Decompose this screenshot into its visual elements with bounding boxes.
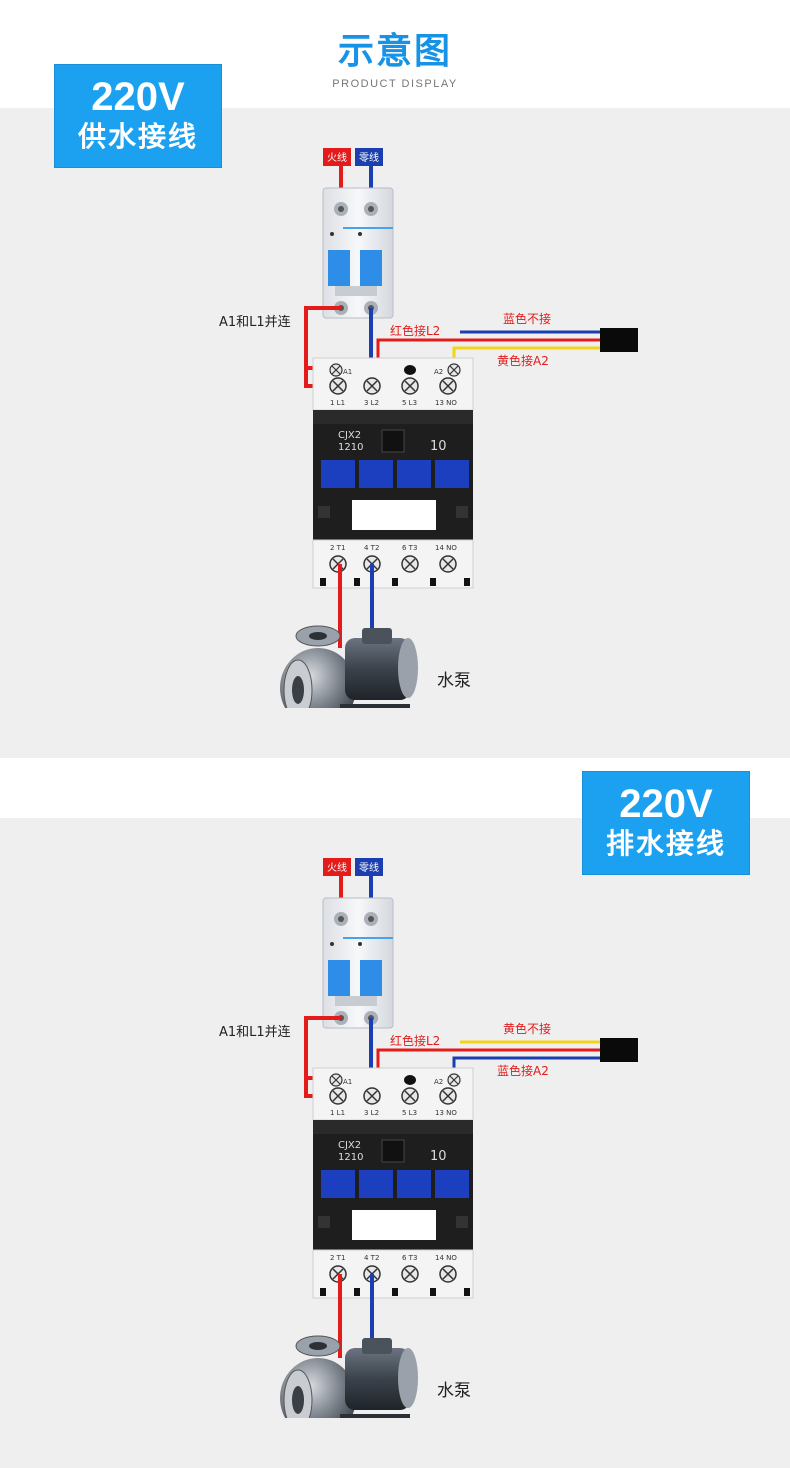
terminal-label-4: 13 NO [435, 1109, 457, 1117]
no-connect-note: 蓝色不接 [503, 311, 551, 326]
contactor: A1 A2 1 L1 3 L2 5 L3 13 NO CJX2 1210 10 [312, 1067, 474, 1299]
a1-label: A1 [343, 368, 352, 376]
rating-label: 10 [430, 1149, 447, 1164]
rating-label: 10 [430, 439, 447, 454]
terminal-label-4: 13 NO [435, 399, 457, 407]
terminal-label-2: 3 L2 [364, 1109, 379, 1117]
neutral-tag-label: 零线 [359, 861, 379, 874]
page-subtitle: PRODUCT DISPLAY [332, 78, 458, 90]
red-to-l2-note: 红色接L2 [390, 1033, 440, 1048]
supply-badge-title: 供水接线 [77, 120, 198, 153]
model-line2: 1210 [338, 1152, 363, 1163]
a1-l1-note: A1和L1并连 [219, 314, 291, 330]
drain-badge: 220V 排水接线 [582, 771, 750, 875]
wiring-diagram: 火线 零线 A1和L1并连 红色接L2 蓝色不接 黄色接A2 A1 A2 [219, 148, 638, 708]
drain-badge-voltage: 220V [619, 782, 713, 826]
water-pump-icon [280, 625, 418, 708]
bottom-label-2: 4 T2 [364, 1254, 379, 1262]
bottom-label-1: 2 T1 [330, 1254, 345, 1262]
a1-label: A1 [343, 1078, 352, 1086]
a1-l1-note: A1和L1并连 [219, 1024, 291, 1040]
bottom-label-2: 4 T2 [364, 544, 379, 552]
terminal-label-3: 5 L3 [402, 399, 417, 407]
terminal-label-2: 3 L2 [364, 399, 379, 407]
bottom-label-1: 2 T1 [330, 544, 345, 552]
to-a2-note: 蓝色接A2 [497, 1063, 549, 1078]
page-title: 示意图 [337, 31, 452, 72]
circuit-breaker [322, 897, 394, 1029]
live-tag-label: 火线 [327, 861, 347, 874]
terminal-label-1: 1 L1 [330, 1109, 345, 1117]
bottom-label-3: 6 T3 [402, 1254, 417, 1262]
drain-badge-title: 排水接线 [605, 827, 726, 860]
model-line1: CJX2 [338, 430, 361, 441]
wiring-diagram: 火线 零线 A1和L1并连 红色接L2 黄色不接 蓝色接A2 A1 A2 [219, 858, 638, 1418]
a2-label: A2 [434, 368, 443, 376]
bottom-label-4: 14 NO [435, 1254, 457, 1262]
neutral-tag-label: 零线 [359, 151, 379, 164]
terminal-label-3: 5 L3 [402, 1109, 417, 1117]
model-line2: 1210 [338, 442, 363, 453]
live-tag: 火线 [323, 148, 351, 166]
to-a2-note: 黄色接A2 [497, 353, 549, 368]
circuit-breaker [322, 187, 394, 319]
supply-badge-voltage: 220V [91, 75, 185, 119]
neutral-tag: 零线 [355, 858, 383, 876]
control-cable-end [600, 328, 638, 352]
control-cable-end [600, 1038, 638, 1062]
supply-badge: 220V 供水接线 [54, 64, 222, 168]
top-terminal-screws [329, 1087, 457, 1105]
live-tag: 火线 [323, 858, 351, 876]
bottom-label-4: 14 NO [435, 544, 457, 552]
contactor: A1 A2 1 L1 3 L2 5 L3 13 NO CJX2 1210 10 [312, 357, 474, 589]
bottom-label-3: 6 T3 [402, 544, 417, 552]
pump-label: 水泵 [437, 671, 471, 691]
water-pump-icon [280, 1335, 418, 1418]
neutral-tag: 零线 [355, 148, 383, 166]
red-to-l2-note: 红色接L2 [390, 323, 440, 338]
live-tag-label: 火线 [327, 151, 347, 164]
terminal-label-1: 1 L1 [330, 399, 345, 407]
pump-label: 水泵 [437, 1381, 471, 1401]
top-terminal-screws [329, 377, 457, 395]
a2-label: A2 [434, 1078, 443, 1086]
model-line1: CJX2 [338, 1140, 361, 1151]
no-connect-note: 黄色不接 [503, 1021, 551, 1036]
